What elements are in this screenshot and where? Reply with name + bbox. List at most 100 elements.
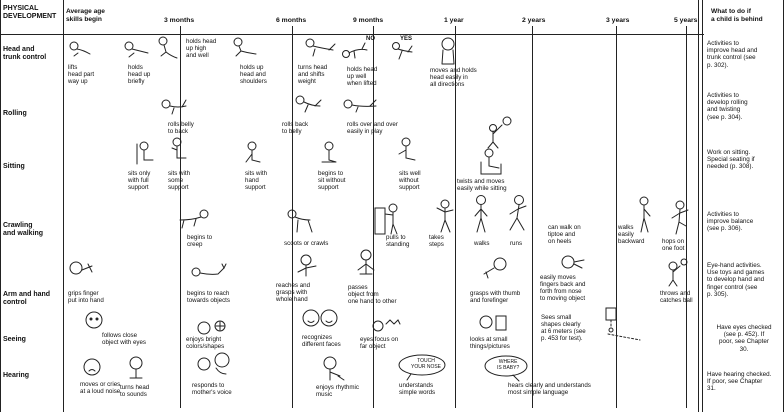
category-hearing: Hearing — [3, 372, 30, 379]
milestone-hops: hops on one foot — [662, 238, 685, 252]
milestone-lifts-head: lifts head part way up — [68, 64, 95, 85]
timeline-3-years — [616, 26, 617, 408]
baby-cries-noise-icon — [83, 358, 101, 376]
milestone-holds-head-high: holds head up high and well — [186, 38, 217, 59]
milestone-eyes-far: eyes focus on far object — [360, 336, 399, 350]
milestone-throws-catches: throws and catches ball — [660, 290, 693, 304]
milestone-sits-full-support: sits only with full support — [128, 170, 151, 191]
category-seeing: Seeing — [3, 336, 26, 343]
average-age-header: Average age skills begin — [66, 8, 105, 23]
milestone-runs: runs — [510, 240, 523, 247]
baby-sits-well-icon — [398, 137, 416, 161]
milestone-moves-head: moves and holds head easily in all direc… — [430, 67, 477, 88]
milestone-small-shapes-6m: Sees small shapes clearly at 6 meters (s… — [541, 314, 586, 342]
child-twists-sitting-icon — [480, 148, 502, 175]
baby-lifted-no-icon — [342, 42, 368, 59]
child-with-ball-icon — [487, 116, 512, 149]
where-is-baby-speech: WHERE IS BABY? — [497, 359, 520, 371]
child-catches-ball-icon — [668, 258, 688, 287]
age-3-years: 3 years — [606, 17, 630, 24]
action-eye-hand: Eye-hand activities. Use toys and games … — [707, 262, 765, 298]
milestone-holds-head-briefly: holds head up briefly — [128, 64, 151, 85]
baby-rolls-back-belly-icon — [295, 95, 322, 113]
milestone-begins-creep: begins to creep — [187, 234, 213, 248]
actions-divider-right — [702, 0, 703, 412]
milestone-rhythmic-music: enjoys rhythmic music — [316, 384, 359, 398]
labels-divider — [63, 0, 64, 412]
milestone-takes-steps: takes steps — [429, 234, 444, 248]
age-1-year: 1 year — [444, 17, 464, 24]
baby-eyes-far-icon — [372, 319, 401, 332]
category-rolling: Rolling — [3, 110, 27, 117]
milestone-reach-objects: begins to reach towards objects — [187, 290, 230, 304]
baby-head-shoulders-icon — [233, 37, 257, 57]
milestone-pulls-standing: pulls to standing — [386, 234, 410, 248]
action-eyes-checked: Have eyes checked (see p. 452). If poor,… — [716, 324, 772, 353]
child-walks-backward-icon — [639, 196, 651, 233]
left-frame-line — [0, 0, 1, 412]
milestone-passes-object: passes object from one hand to other — [348, 284, 397, 305]
child-rhythmic-music-icon — [323, 356, 345, 381]
child-runs-icon — [509, 195, 527, 231]
baby-sits-hand-support-icon — [245, 141, 261, 163]
milestone-shifts-weight: turns head and shifts weight — [298, 64, 328, 85]
milestone-bright-colors: enjoys bright colors/shapes — [186, 336, 225, 350]
milestone-cries-noise: moves or cries at a loud noise — [80, 381, 121, 395]
baby-grips-finger-icon — [69, 261, 93, 275]
milestone-rolls-over: rolls over and over easily in play — [347, 121, 398, 135]
baby-moves-head-icon — [441, 37, 455, 65]
baby-pulls-standing-icon — [374, 203, 398, 235]
action-sitting: Work on sitting. Special seating if need… — [707, 149, 755, 171]
milestone-scoots-crawls: scoots or crawls — [284, 240, 329, 247]
baby-turns-to-sound-icon — [129, 356, 143, 379]
milestone-sits-some-support: sits with some support — [168, 170, 191, 191]
milestone-twists-sitting: twists and moves easily while sitting — [457, 178, 507, 192]
baby-rolls-over-icon — [343, 99, 377, 113]
touch-nose-bubble-icon — [398, 354, 446, 381]
baby-holds-head-high-icon — [158, 36, 178, 59]
age-9-months: 9 months — [353, 17, 384, 24]
baby-follows-object-icon — [85, 311, 103, 329]
child-moves-fingers-icon — [561, 255, 585, 269]
milestone-begins-sitting: begins to sit without support — [318, 170, 346, 191]
yes-tag: YES — [400, 36, 413, 42]
baby-begins-sitting-icon — [321, 141, 337, 163]
timeline-3-months — [180, 26, 181, 408]
age-6-months: 6 months — [276, 17, 307, 24]
milestone-head-lifted: holds head up well when lifted — [347, 66, 378, 87]
age-2-years: 2 years — [522, 17, 546, 24]
age-3-months: 3 months — [164, 17, 195, 24]
milestone-recognizes-faces: recognizes different faces — [302, 334, 341, 348]
baby-sits-some-support-icon — [171, 137, 187, 159]
child-looks-small-things-icon — [479, 315, 507, 331]
timeline-2-years — [532, 26, 533, 408]
milestone-simple-language: hears clearly and understands most simpl… — [508, 382, 591, 396]
child-hops-icon — [671, 200, 689, 235]
milestone-sits-well: sits well without support — [399, 170, 421, 191]
child-takes-steps-icon — [436, 199, 454, 233]
milestone-rolls-belly-back: rolls belly to back — [168, 121, 194, 135]
milestone-grips-finger: grips finger put into hand — [68, 290, 104, 304]
baby-sits-full-support-icon — [136, 141, 154, 165]
milestone-small-things: looks at small things/pictures — [470, 336, 510, 350]
milestone-grasps-whole-hand: reaches and grasps with whole hand — [276, 282, 311, 303]
timeline-9-months — [373, 26, 374, 408]
timeline-6-months — [292, 26, 293, 408]
baby-reaches-icon — [191, 263, 227, 277]
eye-test-distance-icon — [605, 307, 641, 341]
age-5-years: 5 years — [674, 17, 698, 24]
where-is-baby-bubble-icon — [484, 355, 528, 382]
physical-development-header: PHYSICAL DEVELOPMENT — [3, 5, 57, 20]
milestone-mothers-voice: responds to mother's voice — [192, 382, 232, 396]
baby-creeping-icon — [179, 209, 209, 229]
action-head-trunk: Activities to improve head and trunk con… — [707, 40, 758, 69]
milestone-walks: walks — [474, 240, 490, 247]
baby-recognizes-faces-icon — [302, 309, 338, 327]
milestone-follows-object: follows close object with eyes — [102, 332, 147, 346]
milestone-moves-fingers: easily moves fingers back and forth from… — [540, 274, 586, 302]
baby-holds-head-briefly-icon — [124, 41, 149, 58]
milestone-simple-words: understands simple words — [399, 382, 436, 396]
baby-crawling-icon — [287, 209, 313, 233]
milestone-sits-hand-support: sits with hand support — [245, 170, 268, 191]
